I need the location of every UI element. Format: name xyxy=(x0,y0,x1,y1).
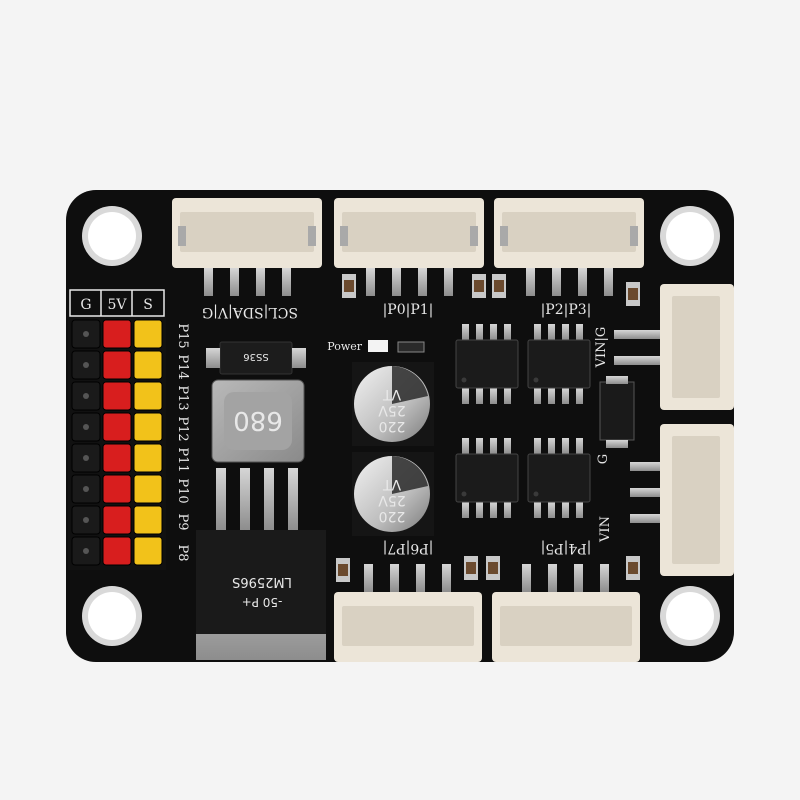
power-indicator: Power xyxy=(327,340,425,353)
vin-label: VIN xyxy=(598,516,613,543)
capacitor-1-series: VT xyxy=(382,386,401,402)
header-pin-vcc-6[interactable] xyxy=(102,474,132,504)
p0p1-label: |P0|P1| xyxy=(383,302,434,318)
header-pin-signal-7[interactable] xyxy=(133,505,163,535)
capacitor-1: 220 25V VT xyxy=(352,362,434,446)
ic-3 xyxy=(455,438,519,518)
header-pin-signal-2[interactable] xyxy=(133,350,163,380)
header-label-box: G 5V S xyxy=(69,289,165,317)
header-pin-signal-5[interactable] xyxy=(133,443,163,473)
capacitor-2-series: VT xyxy=(382,476,401,492)
right-connectors[interactable] xyxy=(614,284,734,576)
p6p7-label: |P6|P7| xyxy=(383,540,434,556)
smd-components xyxy=(336,274,640,582)
header-pin-vcc-8[interactable] xyxy=(102,536,132,566)
regulator-marking: LM2596S xyxy=(232,574,292,589)
inductor-marking: 680 xyxy=(233,405,283,435)
vin-g-label: VIN|G xyxy=(594,327,609,369)
power-label: Power xyxy=(327,340,363,353)
header-pin-signal-1[interactable] xyxy=(133,319,163,349)
header-vcc-label: 5V xyxy=(107,297,127,313)
header-pin-vcc-3[interactable] xyxy=(102,381,132,411)
header-signal-label: S xyxy=(143,297,153,313)
servo-label-p14: P14 xyxy=(175,354,190,379)
header-pin-signal-6[interactable] xyxy=(133,474,163,504)
voltage-regulator: LM2596S -50 P+ xyxy=(196,468,326,660)
mounting-holes xyxy=(82,206,720,646)
inductor: 680 xyxy=(211,379,305,463)
i2c-label: SCL|SDA|V|G xyxy=(202,304,298,320)
header-pin-vcc-4[interactable] xyxy=(102,412,132,442)
header-gnd-label: G xyxy=(80,297,91,313)
servo-label-p15: P15 xyxy=(175,323,190,348)
regulator-sub-marking: -50 P+ xyxy=(242,595,283,609)
header-pin-signal-8[interactable] xyxy=(133,536,163,566)
bottom-connectors[interactable] xyxy=(334,564,640,662)
capacitors: 220 25V VT 220 25V VT xyxy=(352,362,434,536)
servo-label-p11: P11 xyxy=(175,447,190,472)
top-connectors[interactable] xyxy=(172,198,644,296)
servo-label-p10: P10 xyxy=(175,478,190,503)
port-labels: SCL|SDA|V|G |P0|P1| |P2|P3| |P4|P5| |P6|… xyxy=(202,302,613,556)
header-pin-vcc-7[interactable] xyxy=(102,505,132,535)
p2p3-label: |P2|P3| xyxy=(541,302,592,318)
diode: SS36 xyxy=(206,341,306,375)
pin-header-block[interactable] xyxy=(68,316,166,570)
capacitor-2-value: 220 xyxy=(379,508,406,524)
servo-label-p13: P13 xyxy=(175,385,190,410)
capacitor-1-value: 220 xyxy=(379,418,406,434)
diode-marking: SS36 xyxy=(243,351,268,362)
p4p5-label: |P4|P5| xyxy=(541,540,592,556)
header-pin-signal-4[interactable] xyxy=(133,412,163,442)
motor-driver-ics xyxy=(455,324,591,518)
ic-2 xyxy=(527,324,591,404)
capacitor-1-voltage: 25V xyxy=(378,402,406,418)
capacitor-2-voltage: 25V xyxy=(378,492,406,508)
header-pin-vcc-1[interactable] xyxy=(102,319,132,349)
capacitor-2: 220 25V VT xyxy=(352,452,434,536)
header-pin-vcc-2[interactable] xyxy=(102,350,132,380)
servo-label-p12: P12 xyxy=(175,416,190,441)
ic-1 xyxy=(455,324,519,404)
g-label: G xyxy=(596,454,611,464)
servo-label-p9: P9 xyxy=(175,513,190,530)
servo-label-p8: P8 xyxy=(175,544,190,561)
ic-4 xyxy=(527,438,591,518)
header-pin-signal-3[interactable] xyxy=(133,381,163,411)
header-pin-vcc-5[interactable] xyxy=(102,443,132,473)
